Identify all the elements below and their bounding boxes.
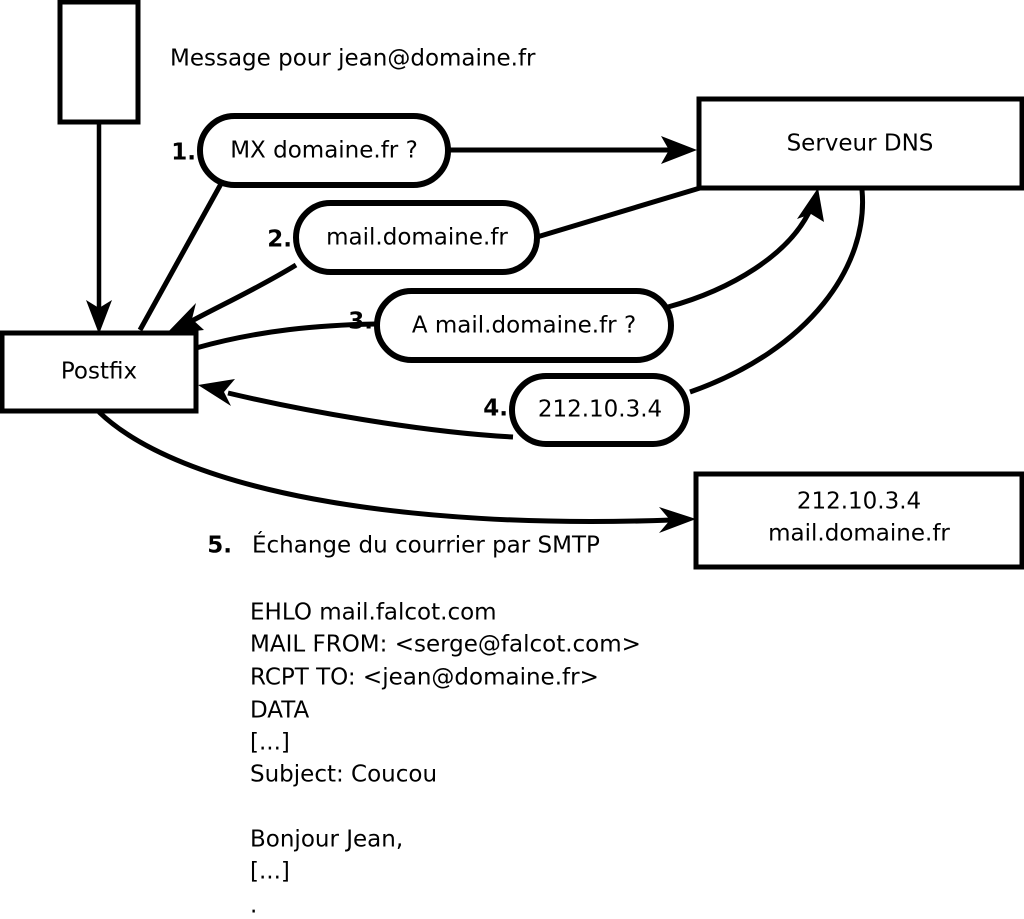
step-3-label: A mail.domaine.fr ? xyxy=(412,313,636,339)
arrowhead-step1-to-dns xyxy=(661,136,697,164)
step-4-pill xyxy=(509,373,690,447)
smtp-line-2: MAIL FROM: <serge@falcot.com> xyxy=(250,632,641,658)
step-5-label: Échange du courrier par SMTP xyxy=(252,531,600,559)
smtp-line-1: EHLO mail.falcot.com xyxy=(250,600,497,626)
mail-server-host-label: mail.domaine.fr xyxy=(768,521,950,547)
connector-step1-tail xyxy=(137,180,225,332)
smtp-line-4: DATA xyxy=(250,698,310,724)
step-2-number: 2. xyxy=(267,227,292,253)
arrowhead-step3-to-dns xyxy=(797,188,824,222)
step-4-label: 212.10.3.4 xyxy=(538,397,662,423)
smtp-line-5: [...] xyxy=(250,730,290,756)
connector-step2-head xyxy=(536,185,701,240)
connector-step5-postfix-to-mailserver xyxy=(97,410,673,524)
arrowhead-step4-to-postfix xyxy=(198,379,235,406)
postfix-box xyxy=(0,330,199,414)
diagram-title-text: Message pour jean@domaine.fr xyxy=(170,46,536,72)
smtp-line-10: . xyxy=(250,893,257,919)
connector-step3-tail xyxy=(195,321,377,351)
connector-step4-tail xyxy=(227,390,514,440)
step-3-number: 3. xyxy=(348,309,373,335)
mail-server-ip-label: 212.10.3.4 xyxy=(797,489,921,515)
dns-server-box xyxy=(696,96,1024,191)
step-2-label: mail.domaine.fr xyxy=(326,225,508,251)
connector-step4-head xyxy=(689,189,866,395)
step-1-label: MX domaine.fr ? xyxy=(230,138,418,164)
postfix-label: Postfix xyxy=(61,359,137,385)
step-4-number: 4. xyxy=(483,396,508,422)
arrowhead-step5-to-mailserver xyxy=(659,507,696,533)
message-source-box xyxy=(57,0,141,125)
arrowhead-message-to-postfix xyxy=(86,300,112,334)
dns-server-label: Serveur DNS xyxy=(787,131,934,157)
step-1-number: 1. xyxy=(171,140,196,166)
mail-server-box xyxy=(693,471,1024,570)
connector-step2-tail xyxy=(188,262,298,325)
smtp-line-3: RCPT TO: <jean@domaine.fr> xyxy=(250,665,599,691)
step-5-number: 5. xyxy=(207,533,232,559)
smtp-line-8: Bonjour Jean, xyxy=(250,827,403,853)
connector-step3-head xyxy=(667,206,814,310)
smtp-line-9: [...] xyxy=(250,859,290,885)
step-1-pill xyxy=(197,113,451,188)
arrowhead-step2-to-postfix xyxy=(166,303,204,334)
smtp-line-6: Subject: Coucou xyxy=(250,762,437,788)
step-2-pill xyxy=(293,200,540,275)
step-3-pill xyxy=(374,288,674,363)
